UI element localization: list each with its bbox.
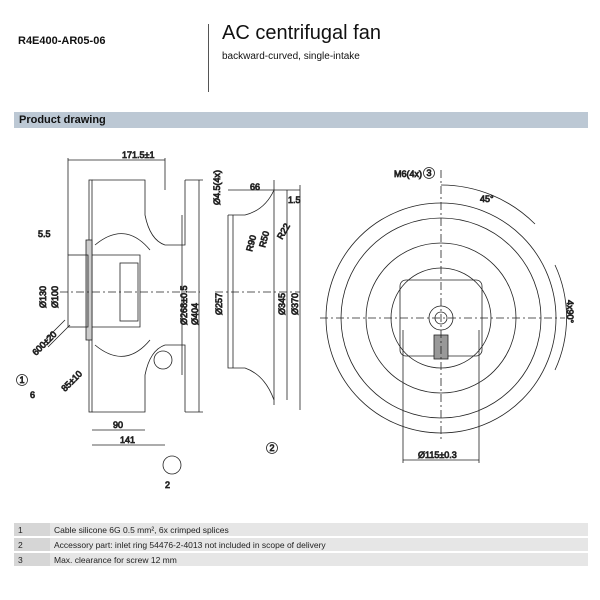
dim-r22: R22 <box>275 222 292 241</box>
product-title: AC centrifugal fan <box>222 22 381 44</box>
header-divider <box>208 24 209 92</box>
dim-r50: R50 <box>257 230 271 249</box>
callout-1-circle <box>16 374 28 386</box>
side-view <box>44 158 203 475</box>
dim-1-5: 1.5 <box>288 195 301 205</box>
note-number: 3 <box>14 553 50 566</box>
note-text: Accessory part: inlet ring 54476-2-4013 … <box>50 538 588 551</box>
note-text: Max. clearance for screw 12 mm <box>50 553 588 566</box>
dim-2: 2 <box>165 480 170 490</box>
product-subtitle: backward-curved, single-intake <box>222 51 360 62</box>
section-header-product-drawing: Product drawing <box>14 112 588 128</box>
front-view <box>320 167 567 463</box>
dim-d370: Ø370 <box>290 293 300 315</box>
model-number: R4E400-AR05-06 <box>18 35 106 47</box>
dim-66: 66 <box>250 182 260 192</box>
callout-1: 1 <box>20 375 25 385</box>
note-number: 2 <box>14 538 50 551</box>
inlet-ring-view <box>215 180 301 454</box>
dim-4x90deg: 4x90° <box>565 300 575 324</box>
dim-5-5: 5.5 <box>38 229 51 239</box>
note-text: Cable silicone 6G 0.5 mm², 6x crimped sp… <box>50 523 588 536</box>
dim-d268: Ø268±0.5 <box>179 286 189 325</box>
dim-m6: M6(4x) <box>394 169 422 179</box>
dim-d130: Ø130 <box>38 286 48 308</box>
callout-3: 3 <box>427 168 432 178</box>
dim-d257: Ø257 <box>214 293 224 315</box>
dim-d345: Ø345 <box>277 293 287 315</box>
section-title: Product drawing <box>19 114 106 126</box>
dim-6: 6 <box>30 390 35 400</box>
dim-600: 600±20 <box>30 329 58 357</box>
dim-171-5: 171.5±1 <box>122 150 154 160</box>
dim-90: 90 <box>113 420 123 430</box>
dim-45deg: 45° <box>480 194 494 204</box>
note-number: 1 <box>14 523 50 536</box>
dim-r90: R90 <box>244 234 258 253</box>
callout-2: 2 <box>270 443 275 453</box>
dim-d115: Ø115±0.3 <box>418 450 457 460</box>
dim-d4-5: Ø4.5(4x) <box>212 170 222 205</box>
dim-d100: Ø100 <box>50 286 60 308</box>
dim-d404: Ø404 <box>190 303 200 325</box>
product-drawing: 171.5±1 5.5 Ø130 Ø100 600±20 85±10 6 Ø26… <box>16 150 575 490</box>
dim-85: 85±10 <box>59 369 84 394</box>
dim-141: 141 <box>120 435 135 445</box>
